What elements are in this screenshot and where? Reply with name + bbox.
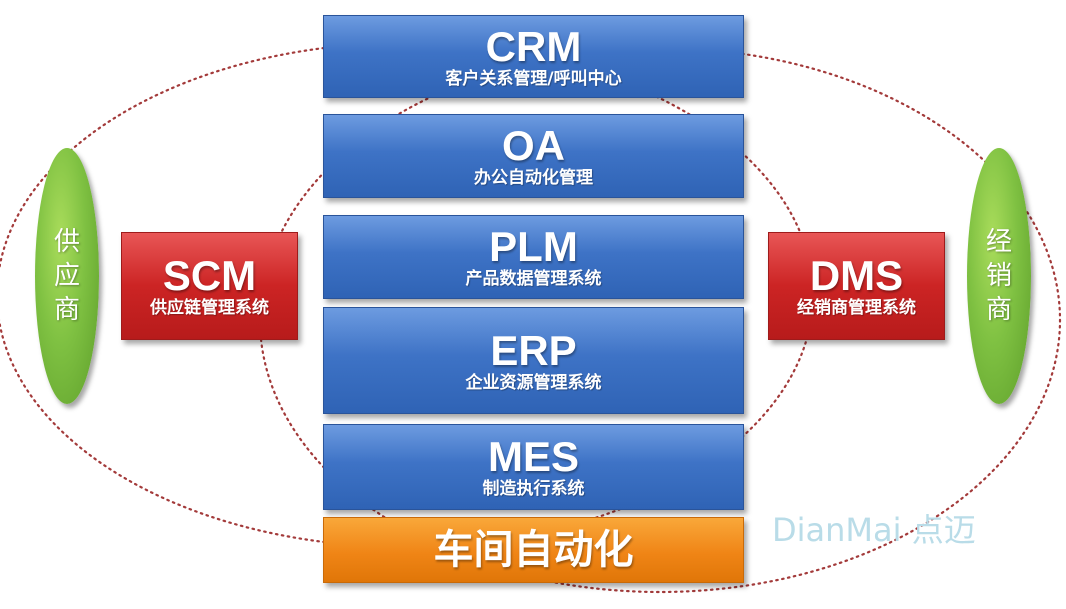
dms-block: DMS 经销商管理系统 xyxy=(768,232,945,340)
dms-subtitle: 经销商管理系统 xyxy=(797,298,916,318)
supplier-label: 供应商 xyxy=(53,227,80,325)
watermark-text: DianMai 点迈 xyxy=(772,511,976,549)
oa-block: OA 办公自动化管理 xyxy=(323,114,744,198)
dealer-label: 经销商 xyxy=(985,227,1012,325)
crm-block: CRM 客户关系管理/呼叫中心 xyxy=(323,15,744,98)
workshop-automation-block: 车间自动化 xyxy=(323,517,744,583)
mes-subtitle: 制造执行系统 xyxy=(482,479,585,499)
oa-title: OA xyxy=(502,122,565,169)
scm-subtitle: 供应链管理系统 xyxy=(150,298,269,318)
crm-title: CRM xyxy=(485,22,582,70)
oa-subtitle: 办公自动化管理 xyxy=(474,168,593,188)
plm-block: PLM 产品数据管理系统 xyxy=(323,215,744,299)
erp-subtitle: 企业资源管理系统 xyxy=(465,372,602,393)
crm-subtitle: 客户关系管理/呼叫中心 xyxy=(445,68,622,89)
scm-title: SCM xyxy=(162,252,257,299)
workshop-automation-label: 车间自动化 xyxy=(433,527,634,573)
mes-title: MES xyxy=(487,433,579,480)
erp-title: ERP xyxy=(490,326,577,374)
mes-block: MES 制造执行系统 xyxy=(323,424,744,510)
erp-block: ERP 企业资源管理系统 xyxy=(323,307,744,414)
plm-subtitle: 产品数据管理系统 xyxy=(465,269,602,289)
scm-block: SCM 供应链管理系统 xyxy=(121,232,298,340)
dealer-oval: 经销商 xyxy=(967,148,1031,404)
supplier-oval: 供应商 xyxy=(35,148,99,404)
dms-title: DMS xyxy=(809,252,904,299)
plm-title: PLM xyxy=(489,223,578,270)
